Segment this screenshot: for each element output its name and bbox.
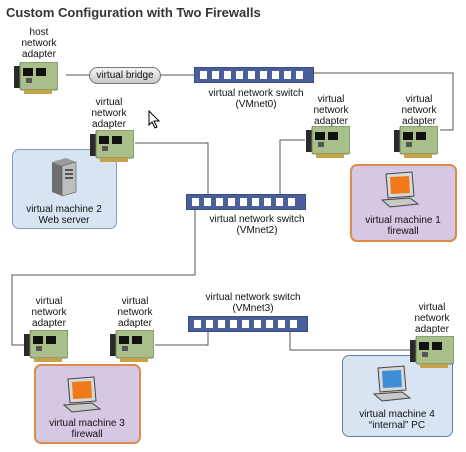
- vm3-adapter-label-b: virtual network adapter: [117, 296, 153, 329]
- vm4-adapter-icon: [410, 336, 454, 368]
- vmnet2-label: virtual network switch (VMnet2): [209, 214, 305, 236]
- vm4-monitor-icon: [372, 365, 412, 402]
- vm1-monitor-icon: [380, 171, 420, 208]
- vm1-adapter-icon-a: [306, 126, 350, 158]
- vm4-adapter-label: virtual network adapter: [414, 302, 450, 335]
- wire-vm2-vmnet2: [135, 142, 209, 195]
- vm1-adapter-icon-b: [394, 126, 438, 158]
- vmnet3-label: virtual network switch (VMnet3): [205, 292, 301, 314]
- vm2-adapter-icon: [90, 130, 134, 162]
- vm2-adapter-label: virtual network adapter: [91, 97, 127, 130]
- vmnet3-switch-icon: [188, 316, 308, 332]
- vm3-monitor-icon: [62, 376, 102, 413]
- mouse-cursor-icon: [148, 110, 161, 129]
- vmnet0-switch-icon: [194, 67, 314, 83]
- host-adapter-icon: [14, 62, 58, 94]
- wire-vm3-vmnet3: [155, 328, 209, 346]
- wire-vm1-vmnet2: [279, 139, 305, 201]
- vm4-label: virtual machine 4 “internal” PC: [359, 409, 435, 431]
- vm3-label: virtual machine 3 firewall: [49, 418, 125, 440]
- vmnet2-switch-icon: [186, 194, 306, 210]
- server-icon: [52, 158, 77, 197]
- vm1-adapter-label-b: virtual network adapter: [401, 94, 437, 127]
- vm2-label: virtual machine 2 Web server: [26, 204, 102, 226]
- wire-vmnet2-vm3: [11, 210, 196, 346]
- wire-vmnet0-vm1: [313, 72, 454, 131]
- vm3-adapter-label-a: virtual network adapter: [31, 296, 67, 329]
- virtual-bridge: virtual bridge: [89, 67, 161, 84]
- vmnet0-label: virtual network switch (VMnet0): [208, 88, 304, 110]
- host-adapter-label: host network adapter: [21, 27, 57, 60]
- vm1-label: virtual machine 1 firewall: [365, 215, 441, 237]
- diagram-title: Custom Configuration with Two Firewalls: [6, 5, 261, 20]
- vm3-adapter-icon-a: [24, 330, 68, 362]
- vm1-adapter-label-a: virtual network adapter: [313, 94, 349, 127]
- wire-vmnet3-vm4: [289, 325, 410, 351]
- vm3-adapter-icon-b: [110, 330, 154, 362]
